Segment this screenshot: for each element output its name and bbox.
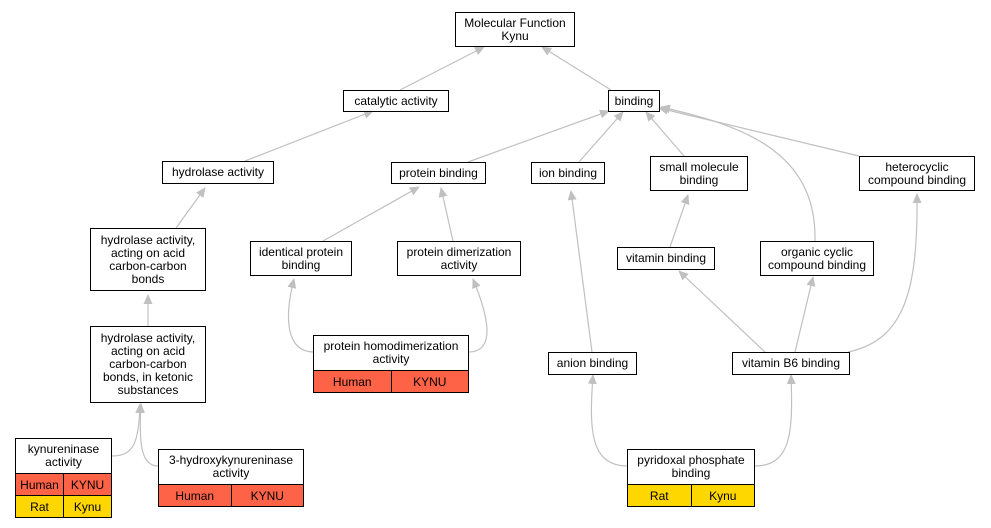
annotation-row-human: Human KYNU <box>314 370 468 392</box>
species-cell: Rat <box>649 488 669 503</box>
edge-hydrolase-cc-to-hydrolase <box>175 187 206 229</box>
node-kynureninase-activity[interactable]: kynureninase activity Human KYNU Rat Kyn… <box>15 438 112 518</box>
gene-cell: KYNU <box>230 485 304 506</box>
node-binding[interactable]: binding <box>608 90 660 112</box>
node-label: catalytic activity <box>354 93 438 108</box>
edge-pyridoxal-to-anion <box>587 374 629 467</box>
node-hydrolase-ketonic-substances[interactable]: hydrolase activity, acting on acid carbo… <box>90 326 206 403</box>
edge-catalytic-to-mf <box>399 46 485 91</box>
species-cell: Human <box>20 477 59 492</box>
node-label: ion binding <box>538 165 598 180</box>
node-label: heterocyclic compound binding <box>867 159 967 187</box>
node-protein-homodimerization-activity[interactable]: protein homodimerization activity Human … <box>313 335 469 393</box>
node-label: protein homodimerization activity <box>323 339 459 366</box>
node-label: small molecule binding <box>659 159 739 187</box>
edge-ion-binding-to-binding <box>578 111 624 163</box>
edge-organic-cyclic-to-binding <box>660 104 816 242</box>
edge-anion-to-ion-binding <box>567 190 593 353</box>
species-cell: Human <box>332 374 372 389</box>
edge-b6-to-organic-cyclic <box>794 276 816 353</box>
edge-small-molecule-to-binding <box>645 111 685 157</box>
node-label: protein dimerization activity <box>406 244 512 272</box>
annotation-row-human: Human KYNU <box>16 473 111 495</box>
node-vitamin-b6-binding[interactable]: vitamin B6 binding <box>732 352 850 375</box>
edge-binding-to-mf <box>541 46 612 91</box>
node-vitamin-binding[interactable]: vitamin binding <box>617 247 715 270</box>
node-protein-dimerization-activity[interactable]: protein dimerization activity <box>397 241 521 276</box>
node-protein-binding[interactable]: protein binding <box>391 162 486 184</box>
node-hydrolase-acting-on-acid-cc-bonds[interactable]: hydrolase activity, acting on acid carbo… <box>90 228 206 291</box>
node-label: anion binding <box>556 356 629 370</box>
node-hydrolase-activity[interactable]: hydrolase activity <box>162 161 274 184</box>
species-cell: Human <box>175 488 215 503</box>
node-label: 3-hydroxykynureninase activity <box>168 453 294 480</box>
node-label: vitamin B6 binding <box>741 356 841 370</box>
edge-homodimerization-to-identical <box>287 278 315 353</box>
node-label: kynureninase activity <box>27 442 100 469</box>
edge-hydrolase-to-catalytic <box>244 110 374 162</box>
edge-hydroxy-to-ketonic <box>136 403 159 467</box>
node-molecular-function[interactable]: Molecular Function Kynu <box>455 12 575 47</box>
annotation-row-rat: Rat Kynu <box>628 484 754 506</box>
edge-heterocyclic-to-binding <box>658 105 860 157</box>
edge-b6-to-vitamin <box>678 270 766 353</box>
edge-dimerization-to-protein-binding <box>438 187 454 242</box>
node-label: binding <box>614 93 654 108</box>
gene-cell: KYNU <box>390 371 469 392</box>
node-label: Molecular Function Kynu <box>464 15 566 43</box>
node-ion-binding[interactable]: ion binding <box>531 162 605 184</box>
node-catalytic-activity[interactable]: catalytic activity <box>343 90 449 112</box>
node-heterocyclic-compound-binding[interactable]: heterocyclic compound binding <box>859 156 975 191</box>
node-label: vitamin binding <box>625 251 707 265</box>
node-label: hydrolase activity, acting on acid carbo… <box>100 232 196 286</box>
gene-cell: KYNU <box>63 474 111 495</box>
edge-identical-to-protein-binding <box>322 186 420 242</box>
node-organic-cyclic-compound-binding[interactable]: organic cyclic compound binding <box>760 241 874 276</box>
annotation-row-rat: Rat Kynu <box>16 495 111 517</box>
node-label: hydrolase activity, acting on acid carbo… <box>100 331 196 397</box>
species-cell: Rat <box>30 499 49 514</box>
node-pyridoxal-phosphate-binding[interactable]: pyridoxal phosphate binding Rat Kynu <box>627 449 755 507</box>
node-label: organic cyclic compound binding <box>767 244 867 272</box>
edge-vitamin-to-small-molecule <box>669 194 690 248</box>
node-identical-protein-binding[interactable]: identical protein binding <box>250 241 352 276</box>
node-label: hydrolase activity <box>171 165 265 179</box>
node-anion-binding[interactable]: anion binding <box>548 352 637 375</box>
edge-b6-to-heterocyclic <box>847 193 922 353</box>
edge-protein-binding-to-binding <box>467 109 610 163</box>
gene-cell: Kynu <box>690 485 755 506</box>
node-small-molecule-binding[interactable]: small molecule binding <box>650 156 748 191</box>
node-label: identical protein binding <box>258 244 344 272</box>
node-label: protein binding <box>399 165 478 180</box>
edge-homodimerization-to-dimerization <box>467 278 488 353</box>
edge-pyridoxal-to-b6 <box>754 374 796 467</box>
gene-cell: Kynu <box>63 496 111 517</box>
edge-kynureninase-to-ketonic <box>111 403 145 457</box>
node-3-hydroxykynureninase-activity[interactable]: 3-hydroxykynureninase activity Human KYN… <box>158 449 304 507</box>
node-label: pyridoxal phosphate binding <box>637 453 745 480</box>
annotation-row-human: Human KYNU <box>159 484 303 506</box>
